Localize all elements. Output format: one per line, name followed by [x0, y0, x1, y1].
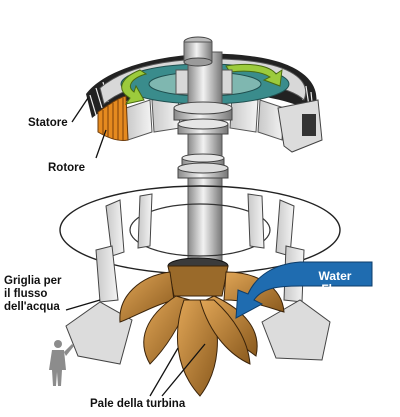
generator-assembly [86, 53, 323, 153]
turbine-shaft [173, 36, 233, 273]
base-block-left [65, 301, 133, 365]
water-flow-arrow [235, 261, 373, 319]
label-rotore: Rotore [48, 162, 86, 174]
runner-blade [119, 271, 175, 323]
leader-griglia [65, 299, 101, 311]
label-water-flow: Water Flow [318, 269, 352, 296]
label-pale: Pale della turbina [90, 398, 186, 410]
runner-blade [199, 299, 251, 365]
leader-statore [71, 97, 89, 123]
spiral-case-base [65, 299, 331, 365]
wicket-gates [95, 193, 305, 303]
label-statore: Statore [28, 117, 68, 129]
wicket-gate-ring [59, 185, 341, 303]
gate-ring-inner [129, 203, 271, 257]
runner-hub [167, 265, 229, 297]
rotor-poles [102, 98, 124, 141]
stator-terminal-box [302, 114, 316, 136]
rotation-arrow-left [121, 69, 148, 105]
rotation-arrow-right [225, 63, 283, 87]
leader-rotore [95, 129, 107, 159]
leader-pale-1 [149, 347, 179, 397]
leader-pale-2 [161, 343, 206, 397]
water-flow-arrow-body [235, 261, 373, 319]
label-griglia: Griglia per il flusso dell'acqua [4, 275, 62, 313]
shaft-couplings [173, 101, 233, 179]
stator-cutaway-block [277, 99, 323, 153]
leader-lines [65, 97, 206, 397]
base-block-right [261, 299, 331, 361]
person-scale-figure [49, 340, 74, 386]
